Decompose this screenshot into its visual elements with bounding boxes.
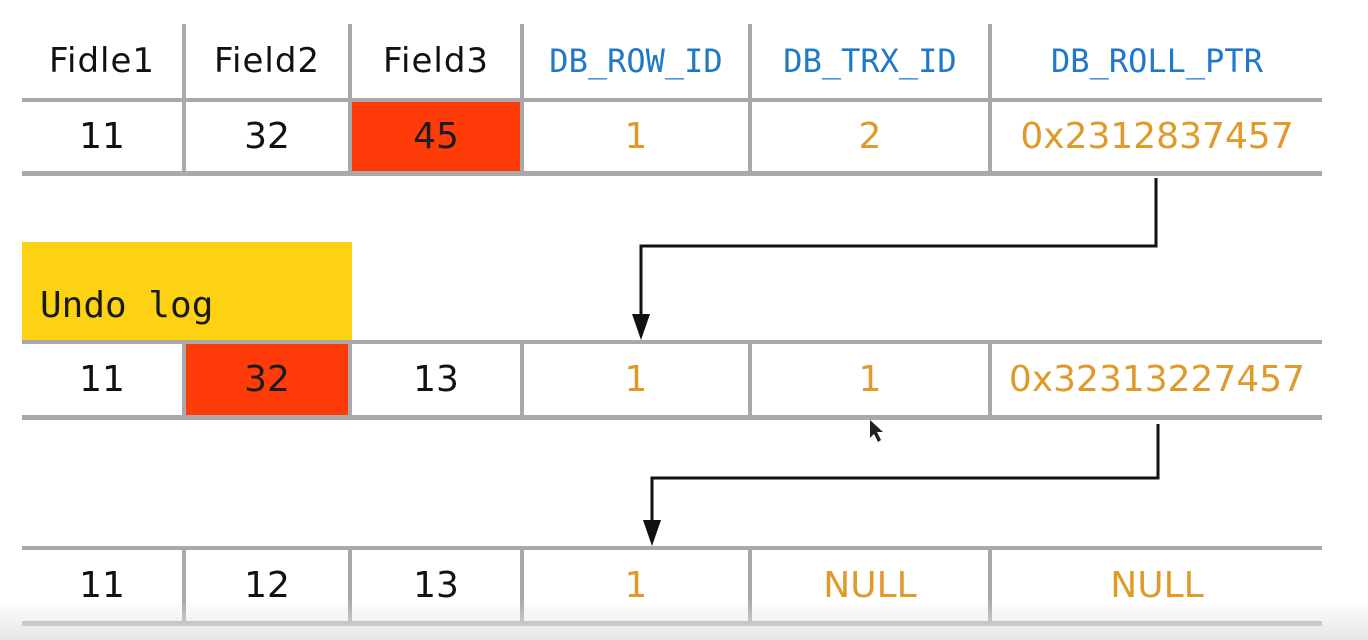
current-roll-ptr: 0x2312837457	[992, 102, 1322, 171]
header-field1-label: Fidle1	[48, 41, 156, 81]
current-row-id-value: 1	[624, 116, 648, 157]
undo-row-1: 11 32 13 1 1 0x32313227457	[22, 340, 1322, 420]
current-field1: 11	[22, 102, 186, 171]
undo1-trx-id: 1	[752, 344, 992, 415]
undo-log-label: Undo log	[22, 242, 352, 340]
current-field3-value: 45	[413, 116, 459, 157]
header-db-row-id: DB_ROW_ID	[524, 24, 752, 98]
header-db-trx-id-label: DB_TRX_ID	[783, 42, 957, 80]
header-db-trx-id: DB_TRX_ID	[752, 24, 992, 98]
roll-ptr-arrow-2	[650, 424, 1160, 528]
header-field2: Field2	[186, 24, 352, 98]
undo2-roll-ptr: NULL	[992, 550, 1322, 621]
undo2-field2: 12	[186, 550, 352, 621]
header-db-roll-ptr-label: DB_ROLL_PTR	[1051, 42, 1263, 80]
undo2-row-id: 1	[524, 550, 752, 621]
current-field3-changed: 45	[352, 102, 524, 171]
current-row-id: 1	[524, 102, 752, 171]
undo1-field3-value: 13	[413, 359, 459, 400]
roll-ptr-arrow-1	[639, 178, 1158, 322]
undo1-field1-value: 11	[79, 359, 125, 400]
mouse-cursor-icon	[870, 420, 883, 442]
undo2-field1: 11	[22, 550, 186, 621]
undo-log-label-text: Undo log	[40, 285, 214, 326]
bottom-fade	[0, 600, 1368, 640]
undo2-trx-id: NULL	[752, 550, 992, 621]
undo1-row-id-value: 1	[624, 359, 648, 400]
undo2-field2-value: 12	[244, 565, 290, 606]
undo1-field2-value: 32	[244, 359, 290, 400]
undo2-field1-value: 11	[79, 565, 125, 606]
undo1-field3: 13	[352, 344, 524, 415]
undo2-field3-value: 13	[413, 565, 459, 606]
undo2-field3: 13	[352, 550, 524, 621]
undo2-roll-ptr-value: NULL	[1110, 565, 1204, 606]
header-field3: Field3	[352, 24, 524, 98]
header-db-row-id-label: DB_ROW_ID	[549, 42, 723, 80]
header-db-roll-ptr: DB_ROLL_PTR	[992, 24, 1322, 98]
header-row: Fidle1 Field2 Field3 DB_ROW_ID DB_TRX_ID…	[22, 24, 1322, 102]
header-field1: Fidle1	[22, 24, 186, 98]
undo1-roll-ptr-value: 0x32313227457	[1008, 359, 1306, 400]
undo2-row-id-value: 1	[624, 565, 648, 606]
current-field2: 32	[186, 102, 352, 171]
header-field3-label: Field3	[382, 41, 490, 81]
undo2-trx-id-value: NULL	[823, 565, 917, 606]
undo1-roll-ptr: 0x32313227457	[992, 344, 1322, 415]
current-trx-id-value: 2	[858, 116, 882, 157]
undo1-trx-id-value: 1	[858, 359, 882, 400]
roll-ptr-arrowhead-2	[643, 520, 661, 546]
current-trx-id: 2	[752, 102, 992, 171]
undo1-row-id: 1	[524, 344, 752, 415]
header-field2-label: Field2	[213, 41, 321, 81]
current-field2-value: 32	[244, 116, 290, 157]
roll-ptr-arrowhead-1	[632, 314, 650, 340]
current-row: 11 32 45 1 2 0x2312837457	[22, 98, 1322, 176]
current-roll-ptr-value: 0x2312837457	[1020, 116, 1294, 157]
current-field1-value: 11	[79, 116, 125, 157]
undo1-field2-changed: 32	[186, 344, 352, 415]
undo1-field1: 11	[22, 344, 186, 415]
